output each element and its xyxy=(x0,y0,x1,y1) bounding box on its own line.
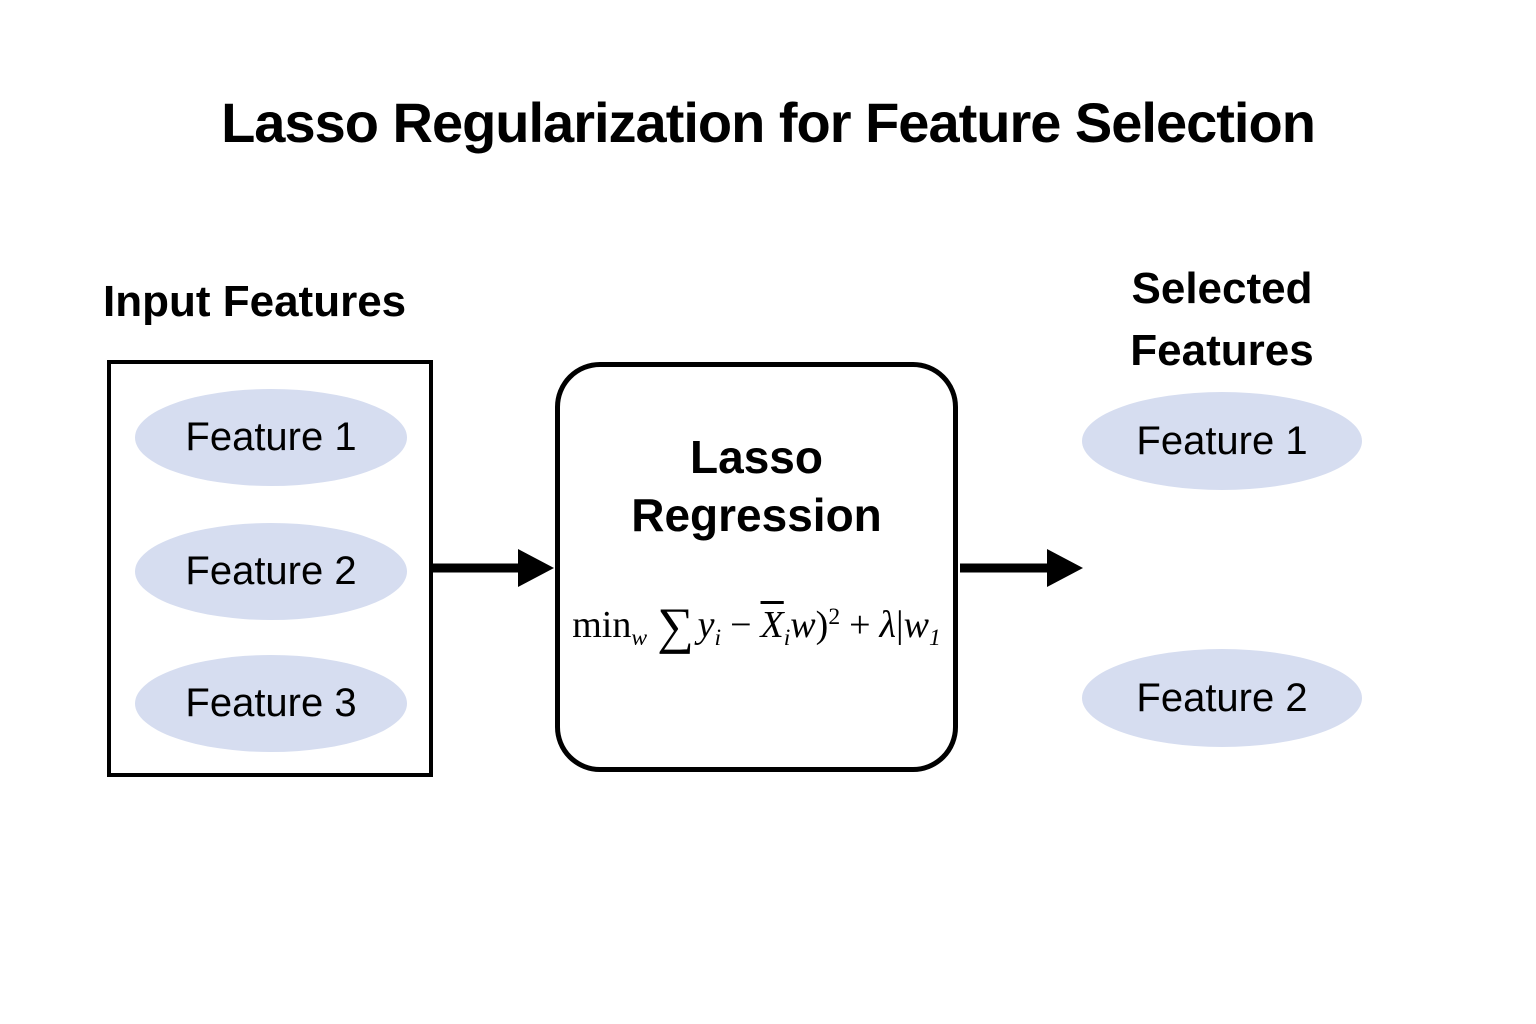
selected-label-line2: Features xyxy=(1130,326,1314,376)
formula-min: min xyxy=(572,603,632,646)
formula-lambda: λ xyxy=(879,603,896,646)
formula-sum-icon: ∑ xyxy=(657,598,694,655)
lasso-regression-box: Lasso Regression minw∑yi−Xiw)2+λ|w1 xyxy=(555,362,958,772)
arrow-right-icon xyxy=(960,549,1083,587)
formula-min-sub: w xyxy=(631,625,648,652)
input-features-box: Feature 1 Feature 2 Feature 3 xyxy=(107,360,433,777)
process-title: Lasso Regression xyxy=(560,429,953,545)
input-feature-3-ellipse: Feature 3 xyxy=(135,655,407,752)
input-feature-2-label: Feature 2 xyxy=(185,549,357,593)
formula-y-sub: i xyxy=(714,625,722,652)
input-feature-1-label: Feature 1 xyxy=(185,415,357,459)
input-feature-2-ellipse: Feature 2 xyxy=(135,523,407,620)
formula-power: 2 xyxy=(828,603,841,630)
formula-w2: w xyxy=(903,603,929,646)
lasso-formula: minw∑yi−Xiw)2+λ|w1 xyxy=(560,597,953,656)
arrow-right-icon xyxy=(433,549,554,587)
formula-w2-sub: 1 xyxy=(928,625,941,652)
selected-label-line1: Selected xyxy=(1131,264,1313,313)
formula-y: y xyxy=(697,603,715,646)
process-title-line1: Lasso xyxy=(690,431,823,483)
formula-xbar: X xyxy=(760,603,784,646)
selected-feature-1-label: Feature 1 xyxy=(1136,418,1308,463)
formula-minus: − xyxy=(730,603,752,646)
selected-features-label: Selected Features xyxy=(1050,258,1394,383)
selected-feature-1-ellipse: Feature 1 xyxy=(1082,392,1362,490)
input-feature-1-ellipse: Feature 1 xyxy=(135,389,407,486)
input-features-label: Input Features xyxy=(103,277,407,326)
diagram-title: Lasso Regularization for Feature Selecti… xyxy=(221,91,1316,154)
selected-feature-2-ellipse: Feature 2 xyxy=(1082,649,1362,747)
selected-feature-2-label: Feature 2 xyxy=(1136,675,1308,720)
formula-paren: ) xyxy=(815,603,829,646)
formula-plus: + xyxy=(849,603,871,646)
formula-bar: | xyxy=(896,603,904,646)
formula-w: w xyxy=(790,603,816,646)
process-title-line2: Regression xyxy=(631,488,882,541)
formula-x-sub: i xyxy=(783,625,791,652)
input-feature-3-label: Feature 3 xyxy=(185,681,357,725)
